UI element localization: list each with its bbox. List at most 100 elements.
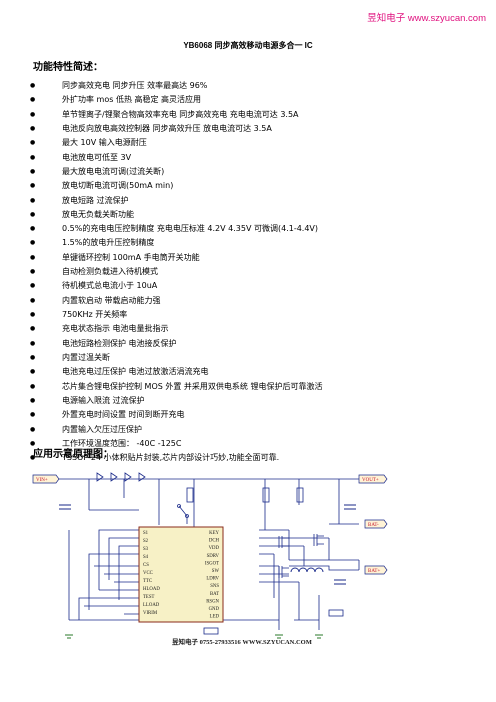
bullet-icon: ● [30, 325, 36, 333]
bullet-icon: ● [30, 225, 36, 233]
ic-pin-label: LDRV [206, 577, 219, 582]
ic-pin-label: S3 [143, 547, 149, 552]
bullet-icon: ● [30, 253, 36, 261]
ic-pin-label: SNS [210, 584, 219, 589]
controller-ic [138, 526, 224, 623]
ic-pin-label: LED [210, 615, 220, 620]
port-label-bat-pos: BAT+ [368, 569, 380, 574]
list-item: ●放电短路 过流保护 [0, 194, 496, 208]
ic-pin-label: VDD [209, 546, 220, 551]
port-label-bat-neg: BAT- [368, 523, 379, 528]
list-item: ●电池放电可低至 3V [0, 151, 496, 165]
port-label-vin: VIN+ [36, 478, 48, 483]
ic-pin-label: TTC [143, 579, 152, 584]
ic-pin-label: TEST [143, 595, 155, 600]
bullet-icon: ● [30, 382, 36, 390]
resistor-group [186, 487, 344, 635]
ground-group [65, 634, 323, 639]
list-item: ●最大放电电流可调(过流关断) [0, 165, 496, 179]
bullet-icon: ● [30, 268, 36, 276]
ic-pin-label: S2 [143, 539, 149, 544]
list-item: ●充电状态指示 电池电量批指示 [0, 322, 496, 336]
ic-pin-label: RSGN [206, 599, 219, 604]
bullet-icon: ● [30, 139, 36, 147]
bullet-icon: ● [30, 196, 36, 204]
ic-pin-label: GND [209, 607, 220, 612]
list-item: ●电池短路检测保护 电池接反保护 [0, 337, 496, 351]
ic-pin-labels: S1S2S3S4CSVCCTTCHLOADTESTLLOADVIRIMKEYDC… [143, 531, 220, 620]
list-item: ●内置过温关断 [0, 351, 496, 365]
list-item: ●最大 10V 输入电源耐压 [0, 136, 496, 150]
bullet-icon: ● [30, 282, 36, 290]
list-item: ●放电切断电流可调(50mA min) [0, 179, 496, 193]
ic-pin-label: ISGOT [205, 561, 219, 566]
bullet-icon: ● [30, 82, 36, 89]
mosfet-group [278, 534, 324, 578]
list-item: ●自动检测负载进入待机模式 [0, 265, 496, 279]
list-item: ●1.5%的放电升压控制精度 [0, 236, 496, 250]
ic-pin-label: SW [212, 569, 220, 574]
list-item: ●同步高效充电 同步升压 效率最高达 96% [0, 79, 496, 93]
ic-pin-label: BAT [210, 592, 219, 597]
ic-body [138, 526, 224, 623]
list-item: ●0.5%的充电电压控制精度 充电电压标准 4.2V 4.35V 可微调(4.1… [0, 222, 496, 236]
list-item: ●电池充电过压保护 电池过放激活涓流充电 [0, 365, 496, 379]
bullet-icon: ● [30, 239, 36, 247]
header-watermark: 昱知电子 www.szyucan.com [367, 13, 486, 24]
schematic-svg: S1S2S3S4CSVCCTTCHLOADTESTLLOADVIRIMKEYDC… [32, 472, 388, 646]
schematic-footer: 昱知电子 0755-27933516 WWW.SZYUCAN.COM [172, 637, 312, 646]
bullet-icon: ● [30, 439, 36, 447]
port-group: VIN+ VOUT+ BAT- BAT+ [32, 474, 388, 575]
led-group [96, 472, 146, 482]
list-item: ●TSSOP-24 小体积贴片封装,芯片内部设计巧妙,功能全面可靠. [0, 451, 496, 465]
bullet-icon: ● [30, 454, 36, 462]
port-flag [364, 519, 388, 529]
list-item: ●电源输入限流 过流保护 [0, 394, 496, 408]
key-switch [177, 504, 189, 518]
bullet-icon: ● [30, 153, 36, 161]
port-flag [32, 474, 60, 484]
ic-pin-label: HLOAD [143, 587, 160, 592]
diagram-heading: 应用示意原理图： [33, 449, 113, 460]
features-heading: 功能特性简述： [33, 62, 103, 73]
list-item: ●内置软启动 带载启动能力强 [0, 294, 496, 308]
list-item: ●外置充电时间设置 时间到断开充电 [0, 408, 496, 422]
ic-pin-label: SDRV [207, 554, 220, 559]
port-flag [358, 474, 388, 484]
bullet-icon: ● [30, 182, 36, 190]
port-label-vout: VOUT+ [362, 478, 379, 483]
list-item: ●工作环境温度范围： -40C -125C [0, 437, 496, 451]
list-item: ●待机模式总电流小于 10uA [0, 279, 496, 293]
document-title: YB6068 同步高效移动电源多合一 IC [183, 41, 313, 50]
bullet-icon: ● [30, 96, 36, 104]
list-item: ●外扩功率 mos 低热 高稳定 高灵活应用 [0, 93, 496, 107]
ic-pin-label: CS [143, 563, 149, 568]
ic-pin-label: KEY [209, 531, 219, 536]
bullet-icon: ● [30, 368, 36, 376]
port-flag [364, 565, 388, 575]
bullet-icon: ● [30, 311, 36, 318]
list-item: ●单节锂离子/锂聚合物高效率充电 同步高效充电 充电电流可达 3.5A [0, 108, 496, 122]
bullet-icon: ● [30, 296, 36, 304]
inductor [290, 567, 324, 573]
features-list: ●同步高效充电 同步升压 效率最高达 96% ●外扩功率 mos 低热 高稳定 … [0, 79, 496, 465]
bullet-icon: ● [30, 425, 36, 433]
bullet-icon: ● [30, 167, 36, 175]
list-item: ●750KHz 开关频率 [0, 308, 496, 322]
bullet-icon: ● [30, 124, 36, 132]
bullet-icon: ● [30, 411, 36, 419]
list-item: ●放电无负载关断功能 [0, 208, 496, 222]
bullet-icon: ● [30, 110, 36, 118]
list-item: ●单键循环控制 100mA 手电筒开关功能 [0, 251, 496, 265]
ic-pin-label: LLOAD [143, 603, 160, 608]
ic-pin-label: VIRIM [143, 611, 158, 616]
bullet-icon: ● [30, 339, 36, 347]
list-item: ●芯片集合锂电保护控制 MOS 外置 并采用双供电系统 锂电保护后可靠激活 [0, 380, 496, 394]
capacitor-group [59, 504, 356, 585]
ic-pin-label: S1 [143, 531, 149, 536]
ic-pin-label: S4 [143, 555, 149, 560]
list-item: ●内置输入欠压过压保护 [0, 423, 496, 437]
list-item: ●电池反向放电高效控制器 同步高效升压 放电电流可达 3.5A [0, 122, 496, 136]
bullet-icon: ● [30, 396, 36, 404]
